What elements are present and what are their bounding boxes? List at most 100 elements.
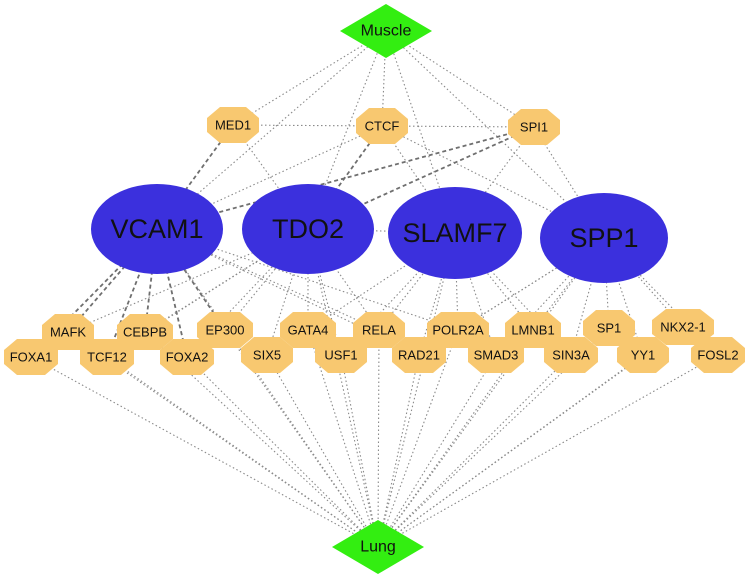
tf-octagon-shape [315, 337, 367, 373]
gene-ellipse-shape [388, 187, 522, 279]
tf-octagon-shape [80, 339, 134, 375]
gene-label-slamf7: SLAMF7 [402, 218, 507, 248]
tf-node-med1[interactable]: MED1 [207, 107, 259, 143]
tf-label-mafk: MAFK [50, 325, 86, 340]
tf-label-foxa2: FOXA2 [166, 350, 209, 365]
tf-node-sin3a[interactable]: SIN3A [544, 337, 598, 373]
gene-ellipse-shape [91, 184, 223, 274]
edge-lung-foxa2 [186, 356, 379, 548]
tf-octagon-shape [117, 314, 173, 350]
hub-node-lung[interactable]: Lung [332, 520, 424, 574]
hub-label-muscle: Muscle [361, 23, 412, 40]
gene-label-tdo2: TDO2 [272, 214, 344, 244]
edge-lung-six5 [266, 354, 379, 548]
tf-label-gata4: GATA4 [288, 323, 329, 338]
tf-octagon-shape [617, 337, 669, 373]
tf-octagon-shape [652, 309, 714, 345]
tf-octagon-shape [280, 312, 336, 348]
tf-node-usf1[interactable]: USF1 [315, 337, 367, 373]
tf-node-ep300[interactable]: EP300 [197, 312, 253, 348]
tf-octagon-shape [508, 109, 560, 145]
tf-label-rela: RELA [362, 323, 396, 338]
tf-octagon-shape [4, 339, 58, 375]
edge-lung-fosl2 [377, 354, 719, 548]
edge-lung-foxa1 [30, 356, 379, 548]
gene-ellipse-shape [242, 184, 374, 274]
tf-node-smad3[interactable]: SMAD3 [468, 337, 524, 373]
edge-muscle-spi1 [385, 30, 535, 128]
tf-octagon-shape [42, 314, 94, 350]
tf-node-foxa1[interactable]: FOXA1 [4, 339, 58, 375]
edge-lung-smad3 [377, 354, 497, 548]
tf-label-rad21: RAD21 [398, 348, 440, 363]
edge-lung-slamf7 [377, 232, 456, 548]
tf-label-smad3: SMAD3 [474, 348, 519, 363]
edge-lung-vcam1 [156, 228, 379, 548]
tf-label-foxa1: FOXA1 [10, 350, 53, 365]
edge-lung-polr2a [377, 329, 459, 548]
tf-label-polr2a: POLR2A [432, 323, 484, 338]
tf-node-sp1[interactable]: SP1 [583, 310, 635, 346]
gene-node-vcam1[interactable]: VCAM1 [91, 184, 223, 274]
hub-diamond-shape [332, 520, 424, 574]
tf-octagon-shape [468, 337, 524, 373]
tf-octagon-shape [197, 312, 253, 348]
edge-lung-rela [377, 329, 380, 548]
tf-node-gata4[interactable]: GATA4 [280, 312, 336, 348]
tf-node-rela[interactable]: RELA [353, 312, 405, 348]
edge-muscle-med1 [232, 30, 387, 126]
edge-lung-sin3a [377, 354, 572, 548]
tf-node-spi1[interactable]: SPI1 [508, 109, 560, 145]
tf-octagon-shape [241, 337, 293, 373]
tf-label-tcf12: TCF12 [87, 350, 127, 365]
edge-spp1-sp1 [603, 237, 610, 329]
tf-octagon-shape [392, 337, 446, 373]
hub-label-lung: Lung [360, 539, 396, 556]
tf-octagon-shape [583, 310, 635, 346]
tf-node-foxa2[interactable]: FOXA2 [160, 339, 214, 375]
tf-node-fosl2[interactable]: FOSL2 [691, 337, 745, 373]
edge-lung-mafk [67, 331, 379, 548]
edge-lung-spp1 [377, 237, 605, 548]
tf-node-yy1[interactable]: YY1 [617, 337, 669, 373]
tf-label-yy1: YY1 [631, 348, 656, 363]
tf-node-nkx2-1[interactable]: NKX2-1 [652, 309, 714, 345]
tf-label-sin3a: SIN3A [552, 348, 590, 363]
gene-node-spp1[interactable]: SPP1 [540, 193, 668, 283]
tf-label-fosl2: FOSL2 [697, 348, 738, 363]
gene-label-vcam1: VCAM1 [110, 214, 203, 244]
tf-node-lmnb1[interactable]: LMNB1 [505, 312, 561, 348]
tf-label-lmnb1: LMNB1 [511, 323, 554, 338]
tf-octagon-shape [160, 339, 214, 375]
tf-node-polr2a[interactable]: POLR2A [427, 312, 489, 348]
tf-node-tcf12[interactable]: TCF12 [80, 339, 134, 375]
tf-octagon-shape [544, 337, 598, 373]
edge-lung-usf1 [340, 354, 379, 548]
edge-spi1-vcam1 [156, 126, 535, 230]
hub-node-muscle[interactable]: Muscle [340, 4, 432, 58]
tf-octagon-shape [207, 107, 259, 143]
edge-lung-tcf12 [106, 356, 379, 548]
gene-label-spp1: SPP1 [569, 223, 638, 253]
tf-octagon-shape [353, 312, 405, 348]
edge-lung-tdo2 [307, 228, 379, 548]
edge-ctcf-vcam1 [156, 125, 383, 230]
gene-node-tdo2[interactable]: TDO2 [242, 184, 374, 274]
tf-label-spi1: SPI1 [520, 120, 548, 135]
tf-octagon-shape [691, 337, 745, 373]
tf-label-med1: MED1 [215, 118, 251, 133]
tf-octagon-shape [427, 312, 489, 348]
tf-node-ctcf[interactable]: CTCF [356, 108, 408, 144]
tf-octagon-shape [356, 108, 408, 144]
tf-label-nkx2-1: NKX2-1 [660, 320, 706, 335]
tf-label-cebpb: CEBPB [123, 325, 167, 340]
gene-node-slamf7[interactable]: SLAMF7 [388, 187, 522, 279]
tf-node-rad21[interactable]: RAD21 [392, 337, 446, 373]
tf-node-cebpb[interactable]: CEBPB [117, 314, 173, 350]
tf-node-six5[interactable]: SIX5 [241, 337, 293, 373]
gene-ellipse-shape [540, 193, 668, 283]
edge-lung-yy1 [377, 354, 644, 548]
tf-label-ctcf: CTCF [365, 119, 400, 134]
tf-node-mafk[interactable]: MAFK [42, 314, 94, 350]
